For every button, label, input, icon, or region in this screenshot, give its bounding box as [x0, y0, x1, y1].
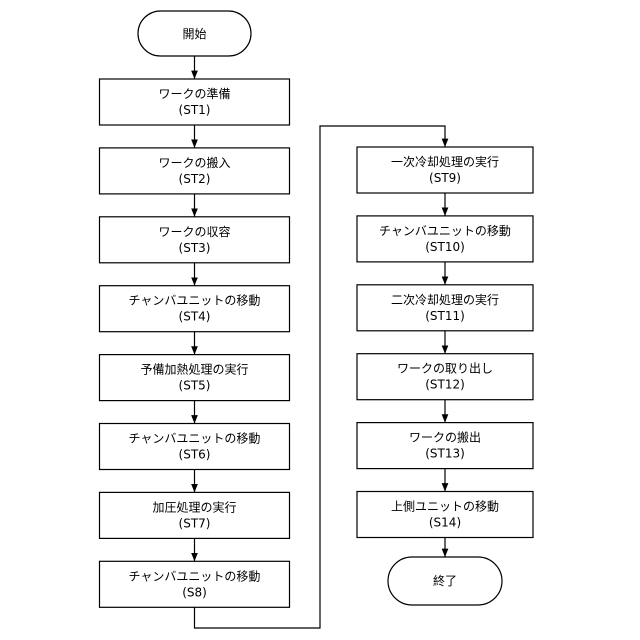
start-label: 開始	[182, 27, 206, 41]
process-box	[357, 147, 533, 193]
step-code: (ST10)	[425, 240, 465, 254]
step-code: (ST11)	[425, 309, 465, 323]
step-code: (S14)	[429, 516, 461, 530]
step-code: (ST3)	[179, 241, 211, 255]
process-box	[357, 285, 533, 331]
step-label: ワークの取り出し	[397, 362, 493, 376]
right-step-5: ワークの搬出 (ST13)	[357, 423, 533, 469]
step-label: ワークの搬出	[409, 430, 481, 445]
right-step-6: 上側ユニットの移動 (S14)	[357, 492, 533, 538]
right-step-2: チャンバユニットの移動 (ST10)	[357, 216, 533, 262]
step-code: (ST5)	[179, 379, 211, 393]
step-label: 加圧処理の実行	[152, 499, 236, 514]
connectors	[195, 56, 446, 628]
process-box	[100, 286, 290, 332]
left-step-7: 加圧処理の実行 (ST7)	[100, 492, 290, 538]
step-label: ワークの搬入	[158, 155, 230, 170]
step-code: (ST4)	[179, 310, 211, 324]
right-column: 一次冷却処理の実行 (ST9) チャンバユニットの移動 (ST10) 二次冷却処理の実行…	[357, 147, 533, 538]
left-step-5: 予備加熱処理の実行 (ST5)	[100, 355, 290, 401]
step-code: (ST13)	[425, 447, 465, 461]
process-box	[357, 423, 533, 469]
step-label: チャンバユニットの移動	[129, 294, 261, 308]
step-code: (ST7)	[179, 516, 211, 530]
process-box	[100, 79, 290, 125]
step-code: (ST9)	[429, 171, 461, 185]
step-label: ワークの準備	[158, 86, 230, 101]
right-step-1: 一次冷却処理の実行 (ST9)	[357, 147, 533, 193]
end-terminal: 終了	[388, 557, 502, 605]
left-step-8: チャンバユニットの移動 (S8)	[100, 561, 290, 607]
left-step-4: チャンバユニットの移動 (ST4)	[100, 286, 290, 332]
left-column: ワークの準備 (ST1) ワークの搬入 (ST2) ワークの収容 (ST3) チャンバユニッ…	[100, 79, 290, 607]
left-step-2: ワークの搬入 (ST2)	[100, 148, 290, 194]
left-step-3: ワークの収容 (ST3)	[100, 217, 290, 263]
process-box	[100, 217, 290, 263]
step-label: ワークの収容	[158, 224, 230, 239]
end-label: 終了	[433, 573, 457, 588]
step-code: (ST6)	[179, 448, 211, 462]
step-label: 一次冷却処理の実行	[391, 154, 499, 169]
process-box	[100, 424, 290, 470]
right-step-4: ワークの取り出し (ST12)	[357, 354, 533, 400]
step-code: (ST12)	[425, 378, 465, 392]
left-step-1: ワークの準備 (ST1)	[100, 79, 290, 125]
start-terminal: 開始	[138, 11, 251, 56]
process-box	[357, 216, 533, 262]
process-box	[100, 355, 290, 401]
step-code: (ST1)	[179, 103, 211, 117]
process-box	[357, 492, 533, 538]
step-label: チャンバユニットの移動	[129, 432, 261, 446]
step-code: (ST2)	[179, 172, 211, 186]
process-box	[357, 354, 533, 400]
step-label: 上側ユニットの移動	[391, 500, 499, 514]
process-box	[100, 148, 290, 194]
left-step-6: チャンバユニットの移動 (ST6)	[100, 424, 290, 470]
right-step-3: 二次冷却処理の実行 (ST11)	[357, 285, 533, 331]
process-box	[100, 561, 290, 607]
step-label: チャンバユニットの移動	[129, 569, 261, 583]
step-label: 予備加熱処理の実行	[140, 362, 248, 377]
step-label: 二次冷却処理の実行	[391, 292, 499, 307]
process-box	[100, 492, 290, 538]
step-label: チャンバユニットの移動	[379, 224, 511, 238]
step-code: (S8)	[182, 585, 207, 599]
